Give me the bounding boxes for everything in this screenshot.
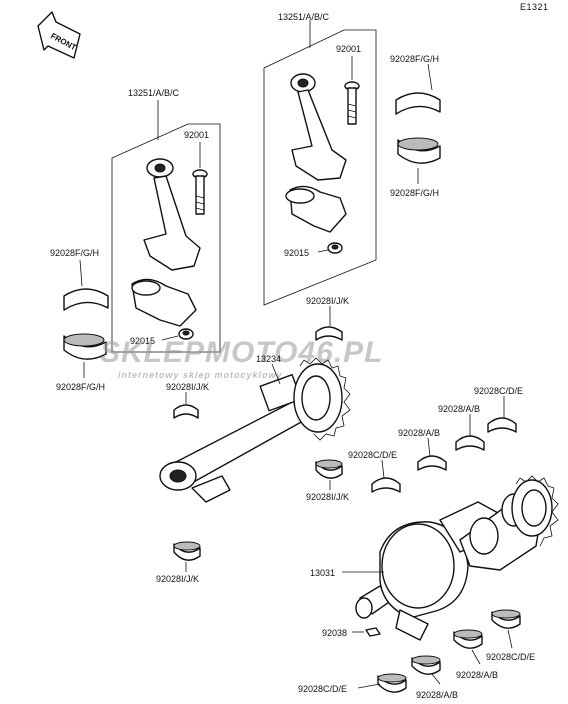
balancer-bearing-left: [173, 404, 199, 419]
label-main-bearing-ab-1: 92028/A/B: [438, 404, 480, 414]
bolt-right: [344, 81, 360, 125]
watermark: SKLEPMOTO46.PL internetowy sklep motocyk…: [100, 336, 384, 380]
label-main-bearing-cde-3: 92028C/D/E: [298, 684, 347, 694]
main-bearing-ab-1: [455, 435, 485, 451]
label-conrod-left: 13251/A/B/C: [128, 88, 180, 98]
conrod-left: [131, 158, 201, 327]
label-balancer-shaft: 13234: [256, 354, 281, 364]
label-bearing-lower-right: 92028F/G/H: [390, 188, 439, 198]
conrod-right-frame: [263, 29, 377, 306]
bolt-left: [192, 169, 208, 215]
front-arrow-icon: FRONT: [37, 11, 81, 59]
label-nut-left: 92015: [130, 336, 155, 346]
main-bearing-cde-4: [491, 609, 521, 629]
crankshaft: [355, 475, 559, 641]
bearing-lower-left: [63, 333, 107, 360]
label-main-bearing-cde-1: 92028C/D/E: [474, 386, 523, 396]
label-crankshaft: 13031: [310, 568, 335, 578]
balancer-shaft: [159, 357, 351, 503]
conrod-right: [285, 73, 347, 233]
label-balancer-bearing-top: 92028I/J/K: [306, 296, 349, 306]
nut-left: [178, 328, 194, 340]
nut-right: [327, 242, 343, 254]
key: [365, 627, 381, 637]
label-bearing-upper-left: 92028F/G/H: [50, 248, 99, 258]
label-bearing-lower-left: 92028F/G/H: [56, 382, 105, 392]
label-main-bearing-cde-4: 92028C/D/E: [486, 652, 535, 662]
label-main-bearing-ab-3: 92028/A/B: [416, 690, 458, 700]
label-main-bearing-ab-2: 92028/A/B: [398, 428, 440, 438]
main-bearing-cde-1: [487, 417, 517, 433]
diagram-code: E1321: [520, 2, 549, 12]
label-nut-right: 92015: [284, 248, 309, 258]
main-bearing-cde-3: [377, 673, 407, 693]
main-bearing-ab-3: [411, 655, 441, 675]
balancer-bearing-bottom: [173, 541, 201, 561]
label-main-bearing-cde-2: 92028C/D/E: [348, 450, 397, 460]
label-bolt-left: 92001: [184, 130, 209, 140]
label-conrod-right: 13251/A/B/C: [278, 12, 330, 22]
main-bearing-ab-2: [417, 455, 447, 471]
main-bearing-cde-2: [371, 477, 401, 493]
balancer-bearing-top: [315, 326, 343, 341]
watermark-subtext: internetowy sklep motocyklowy: [118, 370, 283, 380]
balancer-bearing-mid: [315, 459, 343, 479]
label-balancer-bearing-left: 92028I/J/K: [166, 382, 209, 392]
conrod-left-frame: [111, 123, 221, 353]
label-bolt-right: 92001: [336, 44, 361, 54]
label-bearing-upper-right: 92028F/G/H: [390, 54, 439, 64]
bearing-upper-left: [63, 288, 109, 311]
label-balancer-bearing-bottom: 92028I/J/K: [156, 574, 199, 584]
bearing-lower-right: [397, 137, 441, 164]
label-key: 92038: [322, 628, 347, 638]
label-balancer-bearing-mid: 92028I/J/K: [306, 492, 349, 502]
bearing-upper-right: [395, 92, 441, 115]
main-bearing-ab-4: [453, 629, 483, 649]
label-main-bearing-ab-4: 92028/A/B: [456, 670, 498, 680]
watermark-text: SKLEPMOTO46.PL: [100, 336, 384, 369]
